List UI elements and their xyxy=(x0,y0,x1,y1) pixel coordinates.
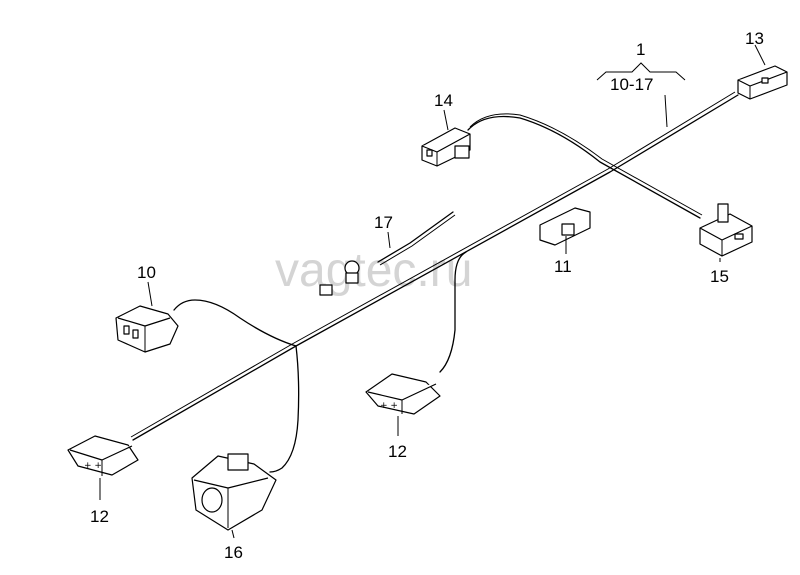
callout-16: 16 xyxy=(224,543,243,562)
connector-12-left: + + xyxy=(67,435,139,500)
connector-10 xyxy=(115,281,179,353)
clip-11 xyxy=(539,207,591,254)
callout-14: 14 xyxy=(434,91,453,110)
svg-text:+ +: + + xyxy=(380,401,398,411)
watermark: vagtec.ru xyxy=(275,244,472,297)
callout-12-center: 12 xyxy=(388,442,407,461)
connector-14 xyxy=(421,109,471,167)
callout-group-range: 10-17 xyxy=(610,75,653,94)
cable-tie-wire xyxy=(377,211,454,263)
connector-15 xyxy=(699,203,753,262)
svg-text:+ +: + + xyxy=(84,461,102,471)
connector-12-center: + + xyxy=(365,373,441,436)
connector-16 xyxy=(191,453,277,539)
callout-10: 10 xyxy=(137,263,156,282)
harness-wires xyxy=(130,91,739,473)
callout-12-left: 12 xyxy=(90,507,109,526)
branch-14-15-wire xyxy=(467,115,701,219)
branch-16-wire xyxy=(269,345,300,473)
cable-tie-17 xyxy=(319,231,391,296)
callout-17: 17 xyxy=(374,213,393,232)
callout-15: 15 xyxy=(710,267,729,286)
branch-12-center-wire xyxy=(439,251,467,373)
callout-11: 11 xyxy=(554,257,572,276)
callout-13: 13 xyxy=(745,29,764,48)
group-bracket xyxy=(596,62,686,128)
callout-group-number: 1 xyxy=(636,40,645,59)
branch-10-wire xyxy=(173,299,297,347)
connector-13 xyxy=(737,44,788,100)
main-trunk-wire xyxy=(132,94,739,441)
